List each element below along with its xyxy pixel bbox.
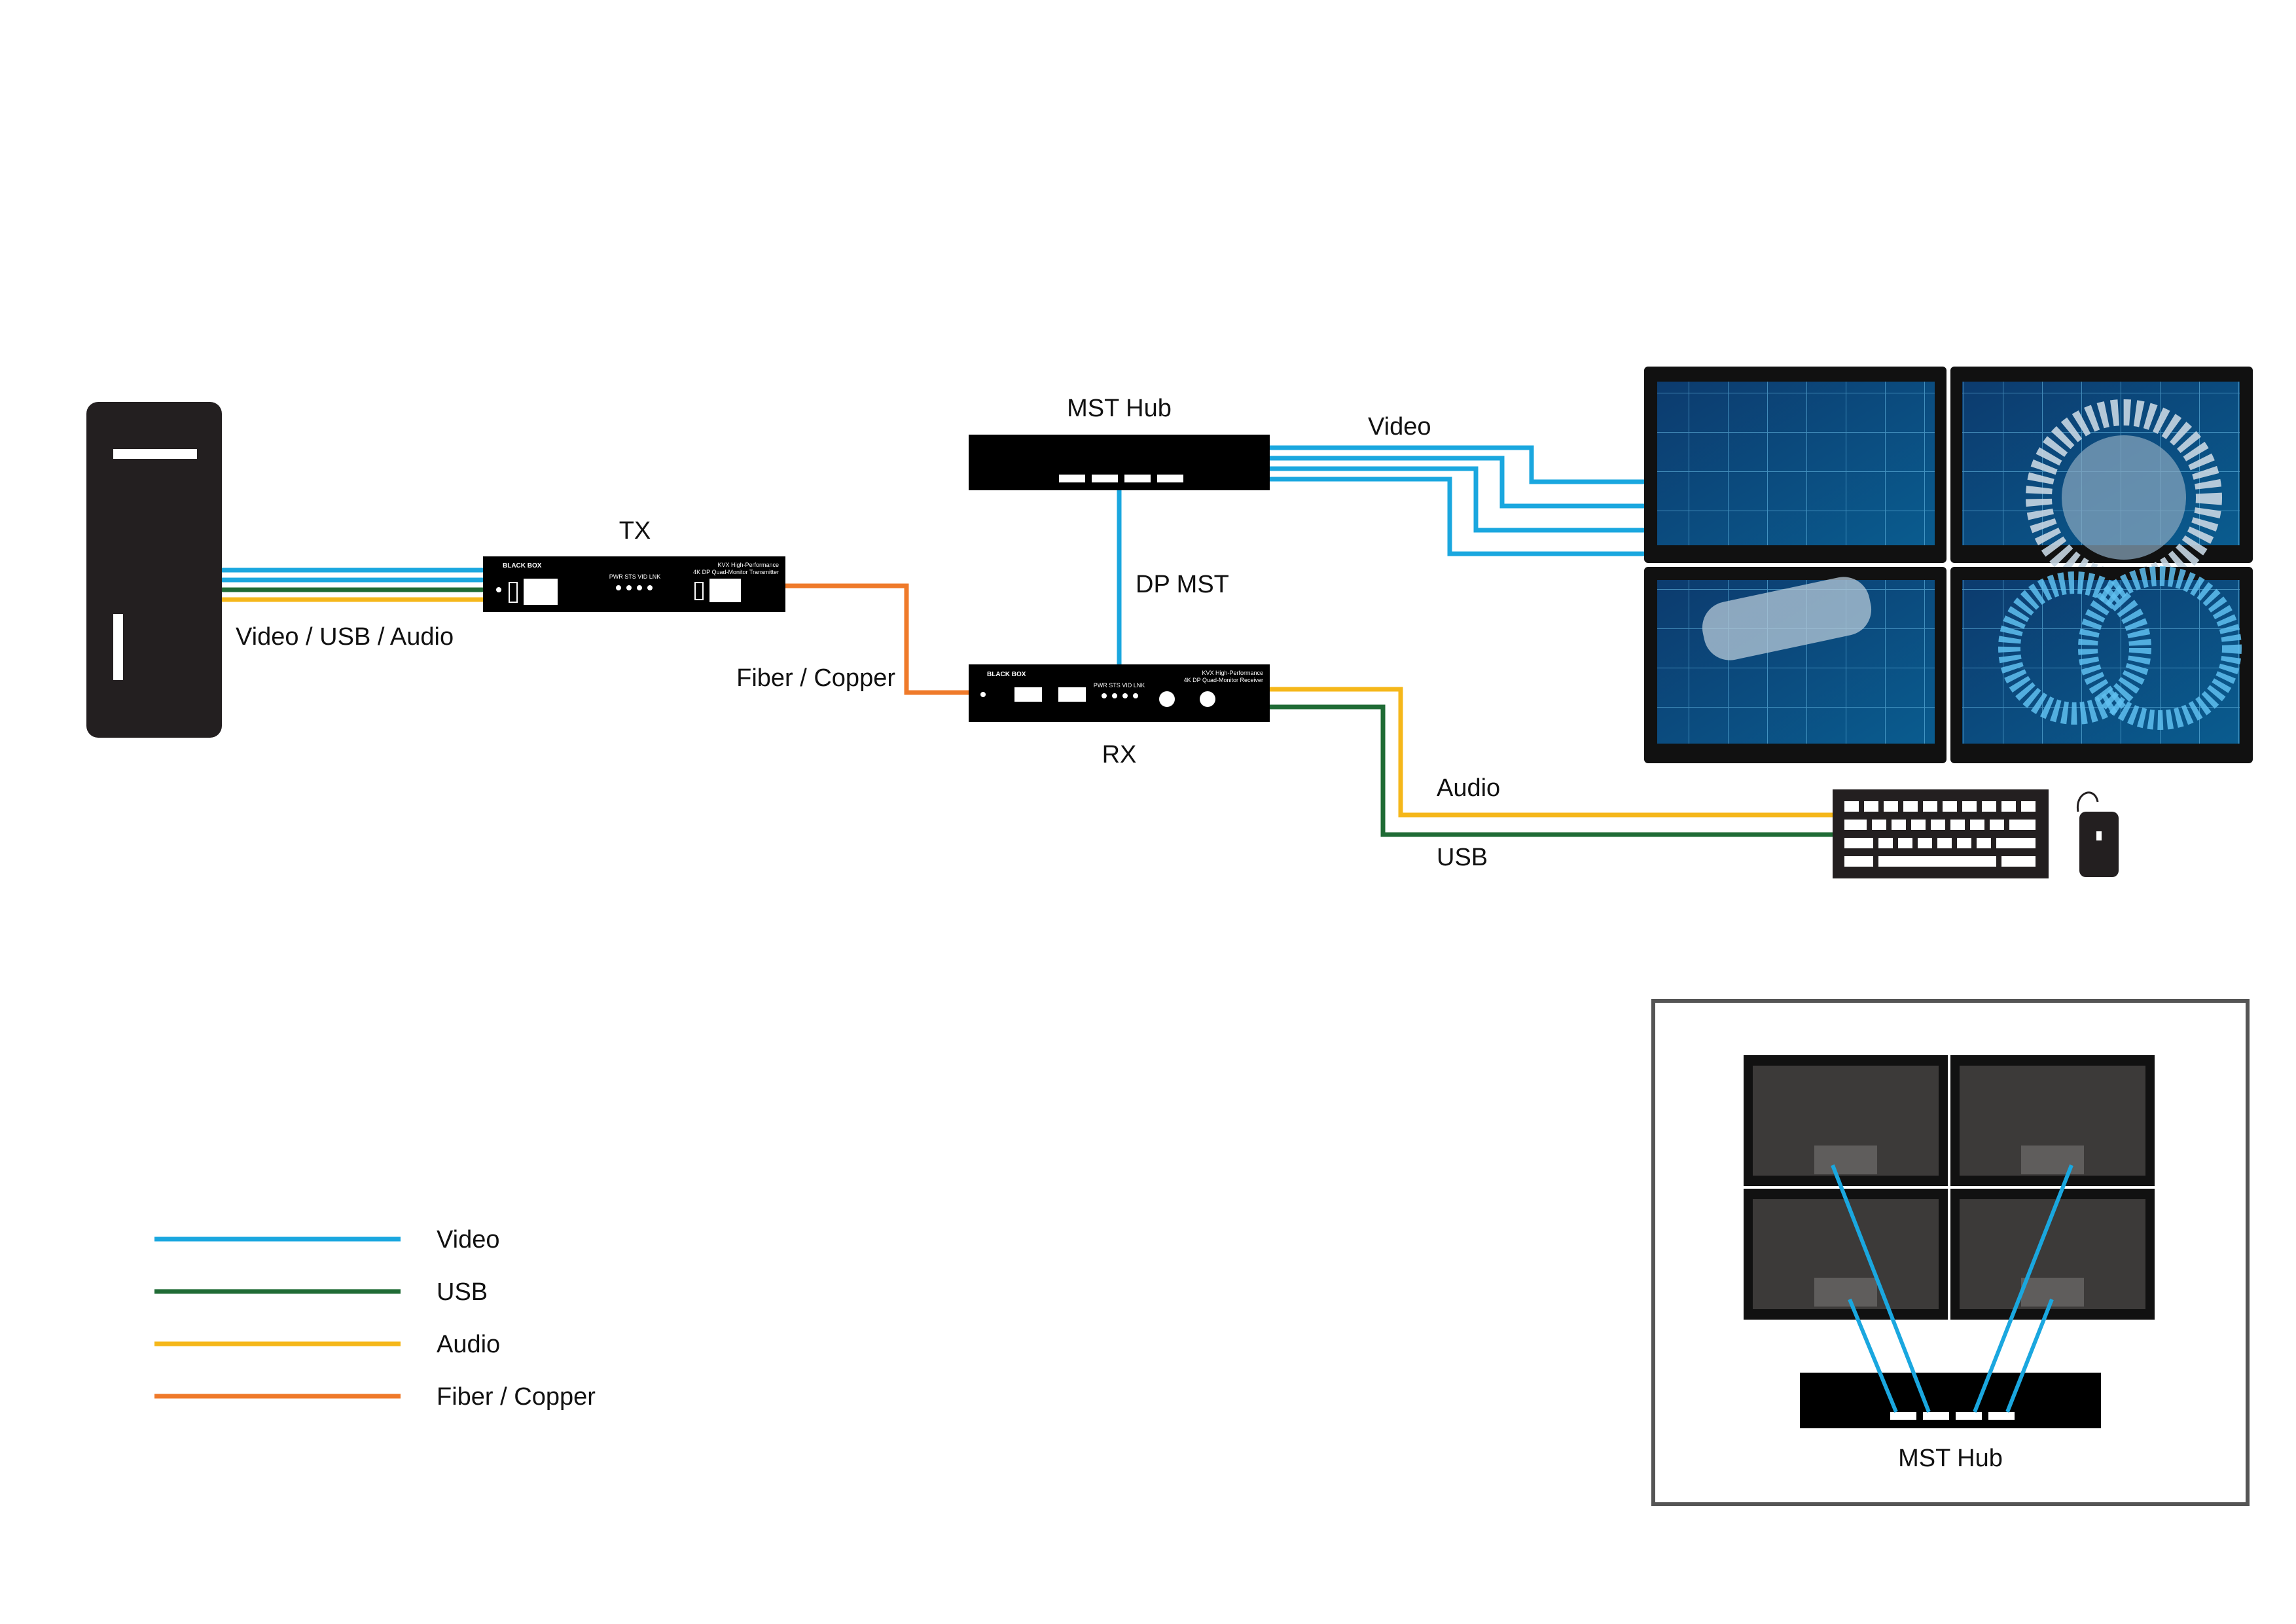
rx-brand: BLACK BOX: [987, 671, 1026, 678]
monitor-wall: [1644, 367, 2253, 763]
cables: [221, 445, 1834, 837]
inset-video-lines: [1831, 1164, 2073, 1413]
rx-audio-cable: [1270, 687, 1834, 818]
computer-tower-icon: [86, 402, 222, 738]
inset-monitor-wall: [1744, 1055, 2155, 1320]
legend-label-fiber: Fiber / Copper: [437, 1383, 596, 1411]
mst-hub: [969, 435, 1270, 490]
monitor-icon: [1950, 367, 2253, 596]
hub-video-cable-3: [1270, 466, 1646, 533]
usb-label: USB: [1437, 844, 1488, 871]
tx-transmitter: BLACK BOX KVX High-Performance 4K DP Qua…: [483, 556, 785, 612]
fiber-copper-cable: [785, 583, 971, 695]
rx-model-1: KVX High-Performance: [1202, 670, 1263, 676]
inset-mst-hub: [1800, 1373, 2101, 1428]
legend-label-usb: USB: [437, 1278, 488, 1306]
mst-hub-label: MST Hub: [1067, 395, 1172, 422]
inset-panel: MST Hub: [1651, 999, 2250, 1506]
inset-hub-label: MST Hub: [1898, 1445, 2003, 1472]
hub-video-cable-2: [1270, 456, 1646, 509]
keyboard-icon: [1833, 789, 2049, 878]
tx-model-2: 4K DP Quad-Monitor Transmitter: [693, 569, 779, 575]
pc-cable-label: Video / USB / Audio: [236, 623, 454, 651]
rx-receiver: BLACK BOX KVX High-Performance 4K DP Qua…: [969, 664, 1270, 722]
rx-usb-cable: [1270, 704, 1834, 837]
monitor-icon: [1644, 567, 1946, 763]
fiber-copper-label: Fiber / Copper: [736, 664, 895, 692]
tx-model-1: KVX High-Performance: [717, 562, 779, 568]
rx-leds: PWR STS VID LNK: [1094, 682, 1145, 689]
rx-model-2: 4K DP Quad-Monitor Receiver: [1184, 677, 1263, 683]
dp-mst-label: DP MST: [1136, 571, 1229, 598]
audio-label: Audio: [1437, 774, 1500, 802]
monitor-icon: [1644, 367, 1946, 563]
legend-label-audio: Audio: [437, 1331, 500, 1358]
hub-video-cable-1: [1270, 445, 1646, 484]
video-label: Video: [1368, 413, 1431, 441]
rx-label: RX: [1102, 741, 1137, 768]
legend-label-video: Video: [437, 1226, 500, 1254]
hub-video-cable-4: [1270, 477, 1646, 556]
mouse-icon: [2076, 791, 2119, 877]
tx-brand: BLACK BOX: [503, 562, 542, 569]
monitor-icon: [1950, 566, 2253, 763]
tx-label: TX: [619, 517, 651, 545]
tx-leds: PWR STS VID LNK: [609, 573, 661, 580]
